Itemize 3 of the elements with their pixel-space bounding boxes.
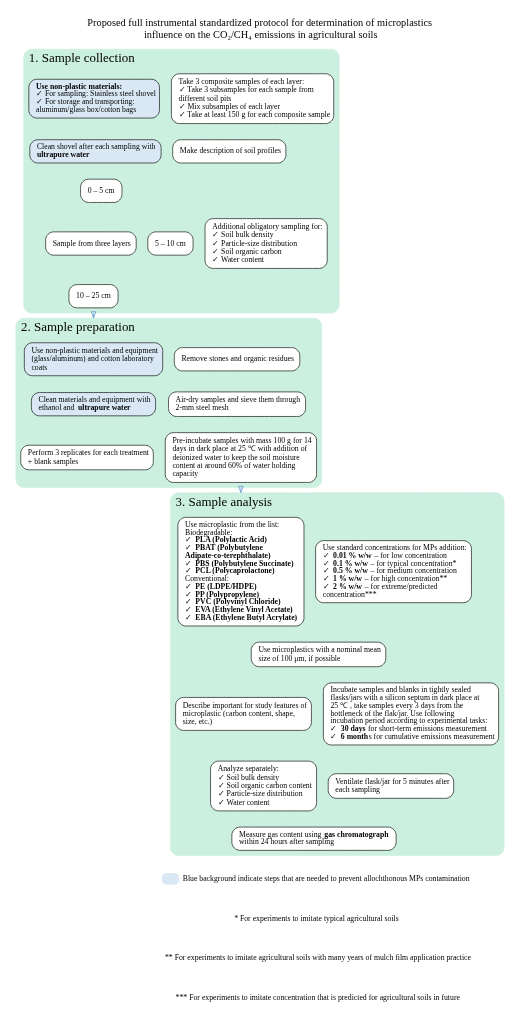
diagram-title: Proposed full instrumental standardized protocol for determination of microplastics influence on the CO₂/CH₄ emissions in agricultural soils xyxy=(87,16,433,40)
arrow xyxy=(238,485,244,493)
arrow xyxy=(90,310,97,319)
